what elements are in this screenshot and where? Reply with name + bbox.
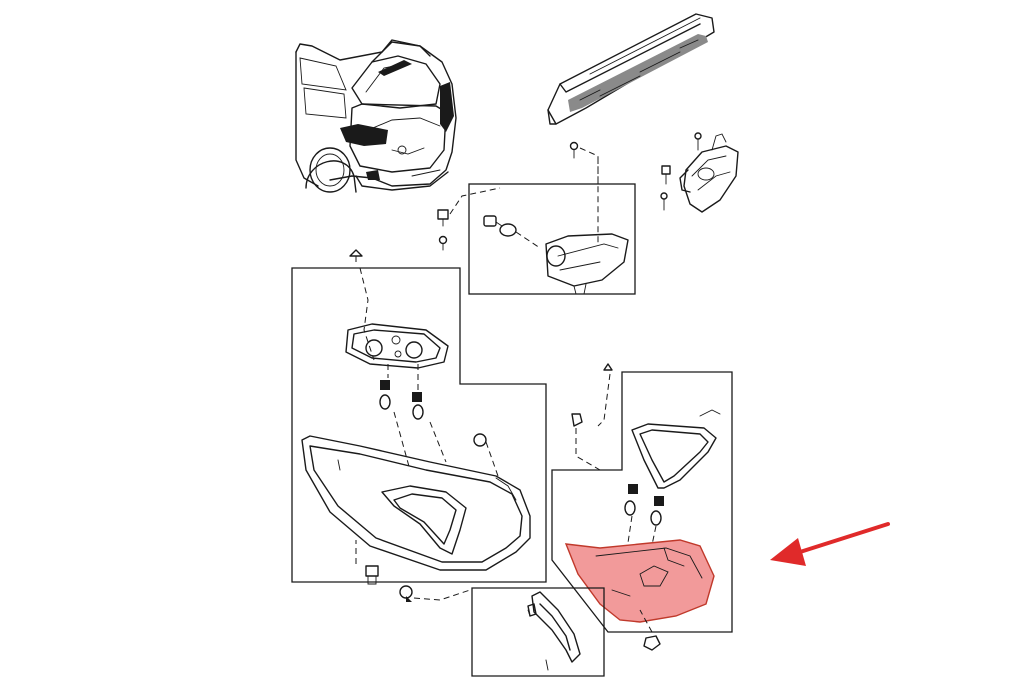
bulb-socket-icon	[412, 392, 424, 420]
inner-lamp-callout-box	[551, 371, 733, 633]
high-mount-stop-lamp	[547, 13, 715, 125]
tail-lamp-gasket	[345, 323, 449, 369]
screw-icon	[694, 132, 702, 151]
rear-reflector-lamp	[660, 132, 739, 213]
inner-lamp-gasket	[631, 423, 717, 489]
clip-icon	[437, 209, 449, 251]
screw-icon	[661, 165, 671, 185]
bulb-socket-icon	[650, 496, 664, 526]
screw-icon	[660, 192, 668, 211]
screw-icon	[643, 635, 661, 651]
screw-icon	[399, 585, 413, 602]
vehicle-rear-view	[295, 39, 457, 193]
tail-lamp-callout-box	[291, 267, 547, 583]
tail-lamp-assembly	[301, 435, 531, 571]
red-arrow-icon	[770, 522, 890, 566]
clip-icon	[365, 565, 379, 585]
screw-icon	[571, 413, 583, 427]
bulb-icon	[483, 215, 517, 237]
bulb-socket-icon	[379, 380, 391, 410]
bracket-callout-box	[471, 587, 605, 677]
bulb-socket-icon	[624, 484, 638, 516]
mounting-bracket	[527, 591, 581, 671]
license-lamp	[545, 233, 629, 295]
license-lamp-callout-box	[468, 183, 636, 295]
screw-icon	[569, 141, 579, 159]
highlighted-inner-tail-lamp	[564, 539, 715, 623]
